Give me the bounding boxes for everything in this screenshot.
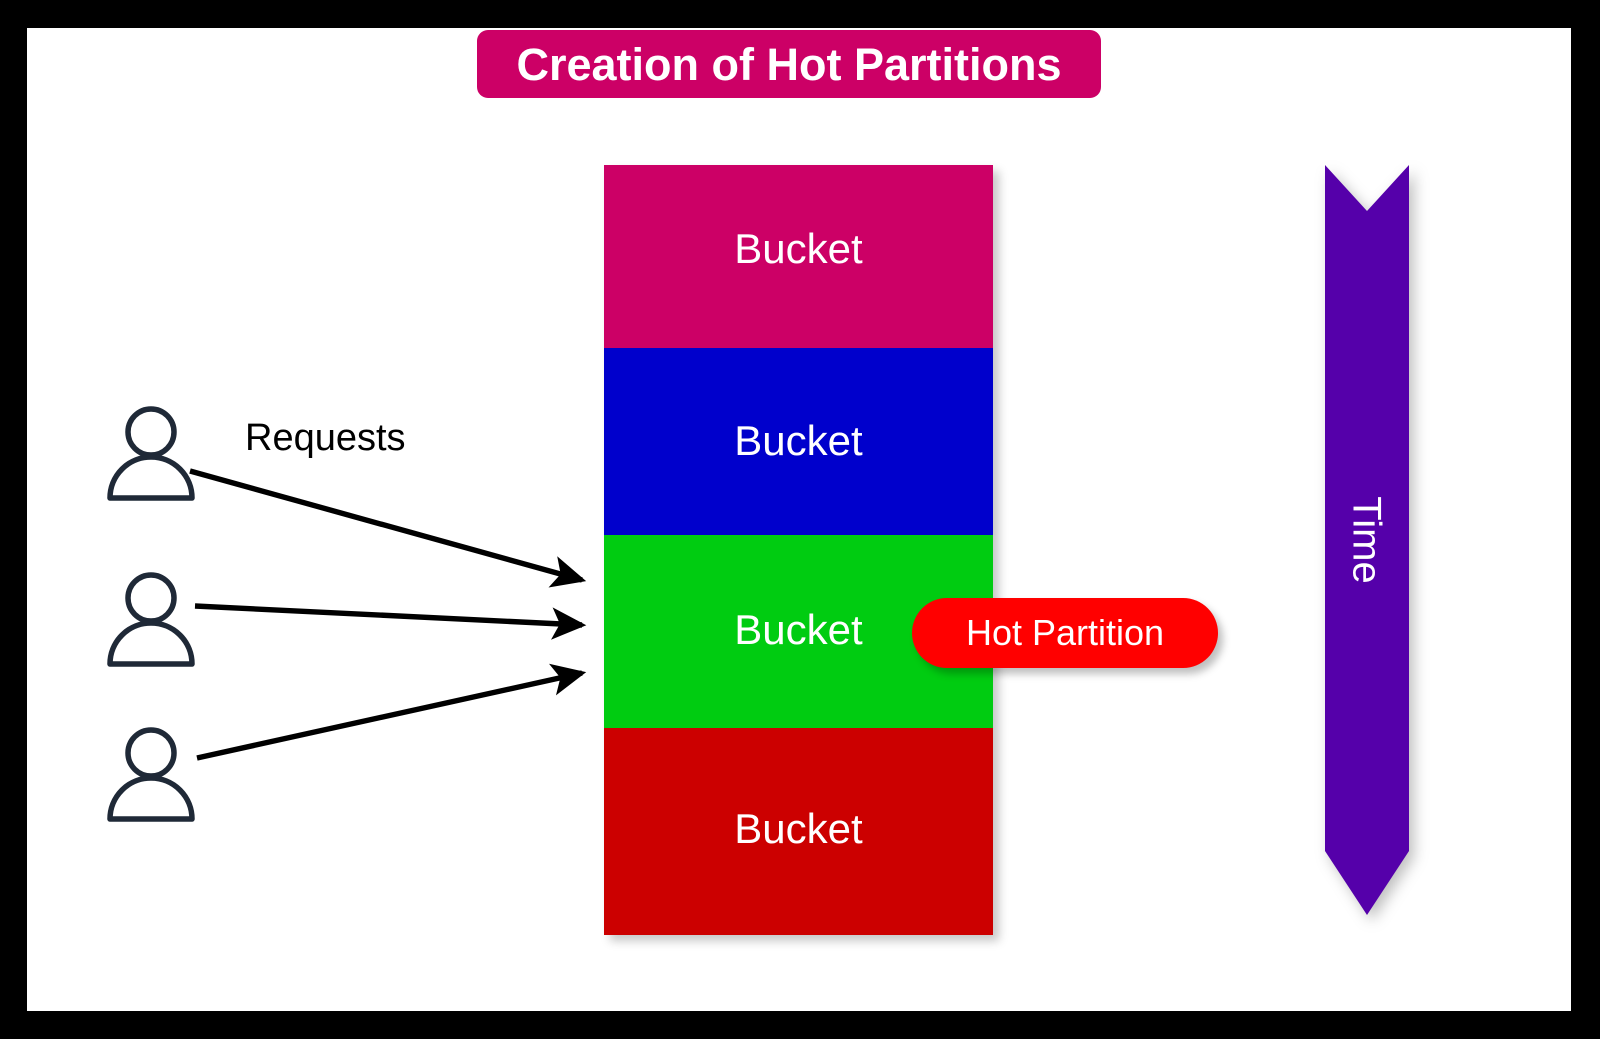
bucket-blue[interactable]: Bucket: [604, 348, 993, 535]
page-title: Creation of Hot Partitions: [516, 38, 1062, 90]
bucket-label: Bucket: [734, 224, 863, 272]
person-icon: [107, 572, 195, 667]
time-arrow-shape: [1325, 165, 1409, 915]
user-3: [105, 726, 197, 822]
hot-partition-badge[interactable]: Hot Partition: [912, 598, 1218, 668]
user-1: [105, 405, 197, 501]
bucket-pink[interactable]: Bucket: [604, 165, 993, 348]
time-arrow: Time: [1325, 165, 1409, 915]
requests-label: Requests: [245, 417, 406, 459]
request-arrow-3: [196, 663, 587, 761]
bucket-label: Bucket: [734, 416, 863, 464]
title-banner: Creation of Hot Partitions: [477, 30, 1101, 98]
request-arrow-2: [194, 603, 587, 640]
bucket-label: Bucket: [734, 804, 863, 852]
bucket-stack: Bucket Bucket Bucket Bucket: [604, 165, 993, 935]
request-arrow-1: [189, 468, 587, 588]
time-arrow-label-wrap: Time: [1325, 165, 1409, 915]
user-2: [105, 571, 197, 667]
person-icon: [107, 727, 195, 822]
person-icon: [107, 406, 195, 501]
diagram-board: Creation of Hot Partitions Bucket Bucket…: [27, 28, 1571, 1011]
bucket-red[interactable]: Bucket: [604, 728, 993, 935]
hot-partition-label: Hot Partition: [965, 612, 1165, 653]
bucket-label: Bucket: [734, 605, 863, 653]
time-arrow-label: Time: [1345, 496, 1389, 584]
